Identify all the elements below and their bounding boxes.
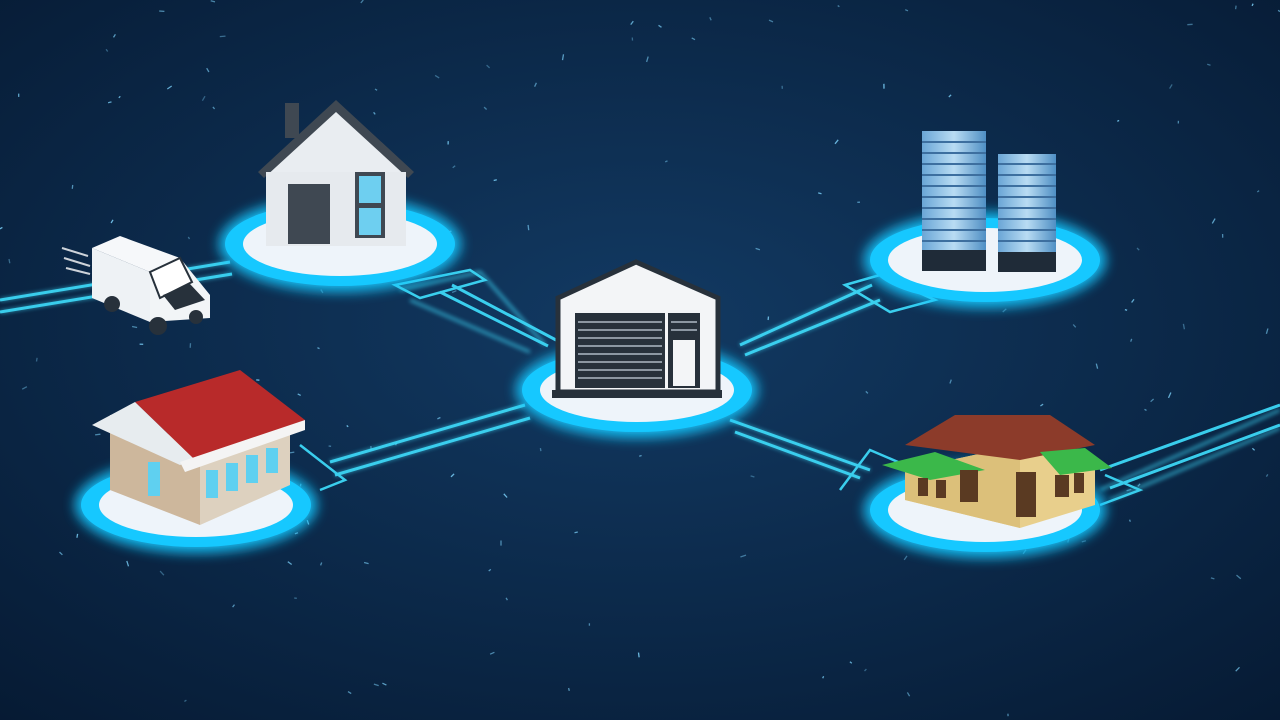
link-house-warehouse	[439, 290, 549, 348]
cottage-icon	[92, 370, 305, 525]
link-cottage-warehouse	[329, 403, 526, 464]
delivery-truck-icon	[61, 236, 210, 335]
warehouse-icon	[552, 259, 722, 398]
link-warehouse-villa	[729, 418, 871, 472]
villa-icon	[882, 415, 1112, 528]
link-warehouse-towers	[739, 283, 873, 347]
house-icon	[258, 100, 414, 246]
link-villa-edge	[1099, 403, 1280, 472]
office-towers-icon	[922, 131, 1056, 272]
